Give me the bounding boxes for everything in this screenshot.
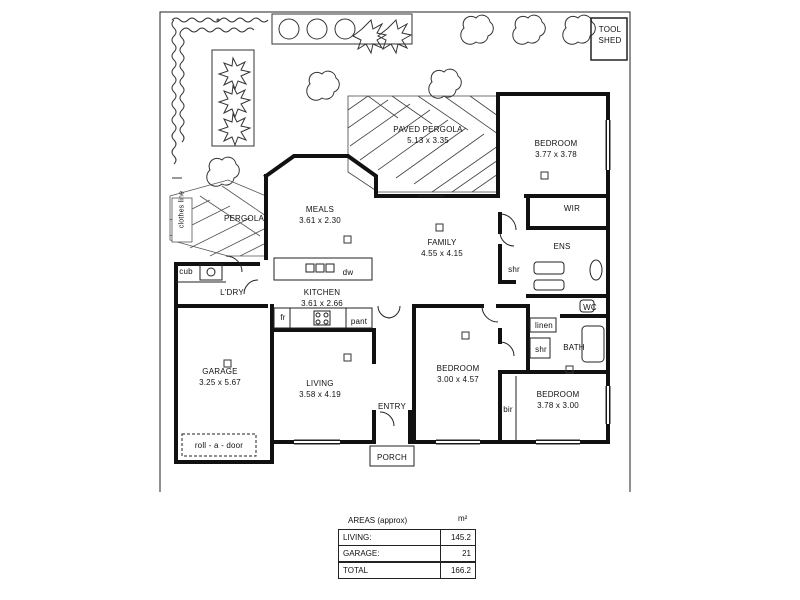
bedroom-2-label: BEDROOM 3.00 x 4.57 [437, 363, 480, 385]
garage-name: GARAGE [202, 367, 238, 376]
ldry-label: L'DRY [220, 288, 244, 297]
garden-hedge [171, 17, 269, 179]
cub-label: cub [179, 267, 193, 276]
bedroom-3-name: BEDROOM [536, 390, 580, 399]
fr-label: fr [280, 313, 286, 322]
bedroom-1-size: 3.77 x 3.78 [535, 150, 577, 159]
table-row: GARAGE: 21 [338, 545, 476, 563]
entry-label: ENTRY [378, 402, 406, 411]
ens-label: ENS [553, 242, 571, 251]
bedroom-2-size: 3.00 x 4.57 [437, 375, 479, 384]
table-row: LIVING: 145.2 [338, 529, 476, 546]
family-label: FAMILY 4.55 x 4.15 [421, 237, 463, 259]
porch-label: PORCH [377, 453, 407, 462]
bedroom-1-name: BEDROOM [534, 139, 578, 148]
bedroom-3-size: 3.78 x 3.00 [537, 401, 579, 410]
meals-label: MEALS 3.61 x 2.30 [299, 204, 341, 226]
shr-bath-label: shr [535, 345, 547, 354]
garden-bed-left [211, 49, 255, 147]
area-row-value: 145.2 [440, 529, 476, 546]
clothes-line-label: clothes line [178, 190, 186, 229]
roll-a-door-label: roll - a - door [194, 441, 244, 450]
site-boundary [159, 11, 631, 492]
kitchen-size: 3.61 x 2.66 [301, 299, 343, 308]
area-row-label: LIVING: [338, 529, 441, 546]
dw-label: dw [342, 268, 354, 277]
living-name: LIVING [306, 379, 334, 388]
paved-pergola-label: PAVED PERGOLA 5.13 x 3.35 [393, 124, 462, 146]
family-name: FAMILY [427, 238, 457, 247]
house-walls [174, 92, 610, 464]
interior-fixtures [176, 120, 611, 467]
pergola-label: PERGOLA [223, 214, 265, 223]
meals-size: 3.61 x 2.30 [299, 216, 341, 225]
family-size: 4.55 x 4.15 [421, 249, 463, 258]
areas-unit: m² [458, 514, 468, 523]
wc-label: WC [583, 303, 597, 312]
areas-header: AREAS (approx) [348, 516, 408, 525]
area-row-label: GARAGE: [338, 545, 441, 563]
bedroom-2-name: BEDROOM [436, 364, 480, 373]
room-markers [223, 171, 574, 374]
linen-label: linen [535, 321, 553, 330]
garage-label: GARAGE 3.25 x 5.67 [199, 366, 241, 388]
tool-shed-line1: TOOL [598, 25, 622, 34]
bedroom-3-label: BEDROOM 3.78 x 3.00 [537, 389, 580, 411]
garage-size: 3.25 x 5.67 [199, 378, 241, 387]
wir-label: WIR [563, 204, 581, 213]
tool-shed-line2: SHED [598, 36, 622, 45]
shr-ens-label: shr [508, 265, 520, 274]
pant-label: pant [350, 317, 368, 326]
paved-pergola-hatch [347, 95, 499, 193]
area-total-label: TOTAL [338, 561, 441, 579]
kitchen-name: KITCHEN [303, 288, 341, 297]
area-row-value: 21 [440, 545, 476, 563]
trees [206, 14, 596, 187]
paved-pergola-size: 5.13 x 3.35 [407, 136, 449, 145]
paved-pergola-name: PAVED PERGOLA [393, 125, 463, 134]
living-label: LIVING 3.58 x 4.19 [299, 378, 341, 400]
kitchen-label: KITCHEN 3.61 x 2.66 [301, 287, 343, 309]
garden-bed-top [271, 13, 413, 55]
tool-shed-box [590, 17, 628, 61]
bedroom-1-label: BEDROOM 3.77 x 3.78 [535, 138, 578, 160]
areas-grid: LIVING: 145.2 GARAGE: 21 TOTAL 166.2 [338, 529, 476, 579]
area-total-value: 166.2 [440, 561, 476, 579]
bath-label: BATH [563, 343, 585, 352]
tool-shed-label: TOOL SHED [598, 24, 621, 46]
living-size: 3.58 x 4.19 [299, 390, 341, 399]
meals-name: MEALS [305, 205, 335, 214]
bir-label: bir [503, 405, 513, 414]
table-row-total: TOTAL 166.2 [338, 561, 476, 579]
